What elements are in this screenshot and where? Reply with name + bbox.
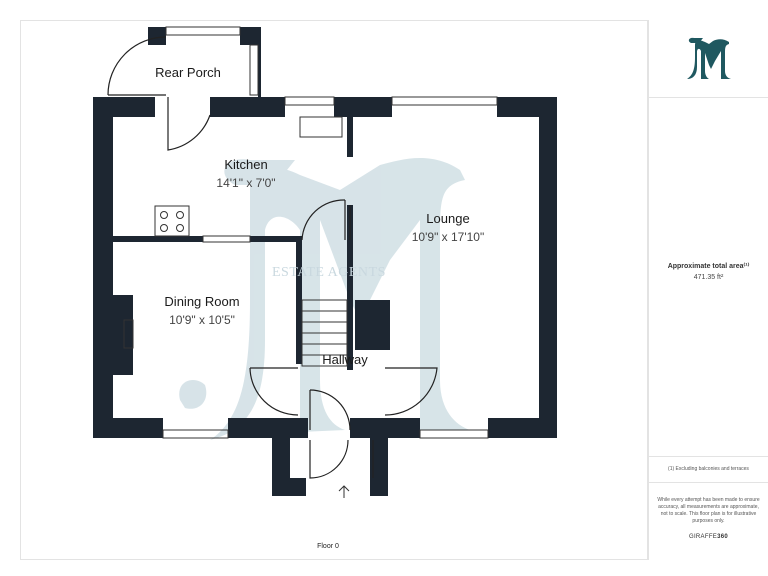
total-area-value: 471.35 ft² (693, 274, 724, 281)
room-label-kitchen: Kitchen (224, 157, 268, 172)
staircase (301, 299, 348, 367)
floor-plan (93, 26, 557, 498)
floor-plan-frame (20, 20, 648, 560)
room-label-lounge: Lounge (426, 211, 470, 226)
sidebar-divider (649, 97, 768, 98)
doors (107, 36, 438, 479)
watermark-monogram (179, 158, 470, 440)
provider-brand: GIRAFFE360 (653, 534, 764, 540)
provider-brand-prefix: GIRAFFE (688, 534, 718, 540)
watermark-text: ESTATE AGENTS (272, 265, 386, 280)
room-label-rear-porch: Rear Porch (155, 65, 221, 80)
windows (162, 26, 498, 439)
floor-label: Floor 0 (317, 543, 339, 550)
sidebar-divider (649, 456, 768, 457)
brand-logo (649, 30, 768, 88)
area-footnote: (1) Excluding balconies and terraces (668, 466, 749, 472)
room-label-hallway: Hallway (322, 352, 368, 367)
walls (93, 27, 557, 496)
room-dimensions-dining-room: 10'9" x 10'5" (169, 313, 235, 327)
room-label-dining-room: Dining Room (164, 294, 240, 309)
sidebar-divider (649, 482, 768, 483)
total-area-title: Approximate total area⁽¹⁾ (667, 263, 750, 270)
disclaimer-text: While every attempt has been made to ens… (657, 497, 760, 524)
room-dimensions-kitchen: 14'1" x 7'0" (216, 176, 276, 190)
monogram-logo-icon (686, 37, 731, 79)
info-sidebar: Approximate total area⁽¹⁾ 471.35 ft² (1)… (648, 20, 768, 560)
provider-brand-suffix: 360 (717, 534, 729, 540)
kitchen-fixtures (123, 116, 343, 349)
entrance-arrow (338, 485, 350, 498)
room-dimensions-lounge: 10'9" x 17'10" (411, 230, 485, 244)
